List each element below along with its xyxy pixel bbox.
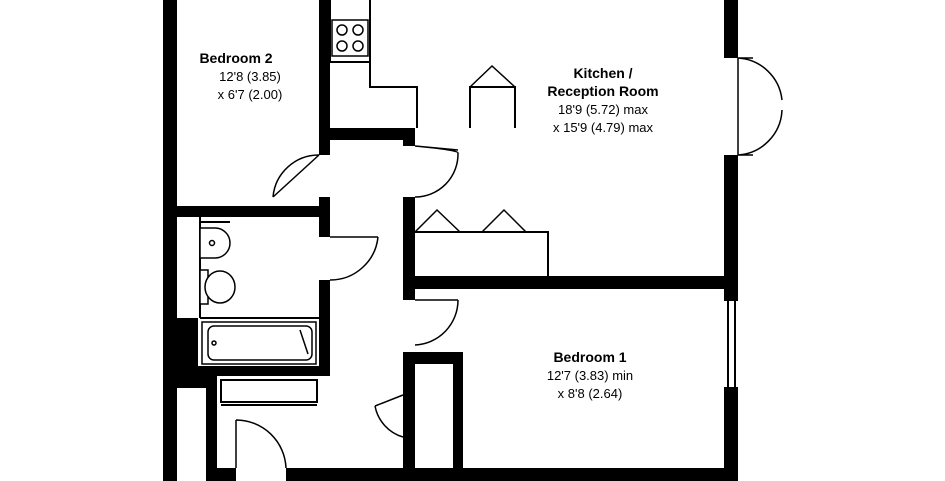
bath-tap (299, 329, 309, 355)
wall-bedroom1-left (403, 352, 415, 481)
wall-hall-kitchen (330, 128, 415, 140)
wall-lobby-top (177, 376, 207, 388)
wall-cupboard (403, 352, 463, 364)
bath-drain (211, 340, 217, 346)
wall-right-lower (724, 388, 738, 481)
door-store-bifold (414, 208, 548, 233)
wall-bath-right (319, 280, 330, 370)
lobby-cupboard (220, 379, 318, 403)
wall-right-mid (724, 155, 738, 300)
label-bedroom1: Bedroom 1 12'7 (3.83) min x 8'8 (2.64) (547, 349, 633, 401)
wall-bedroom2-right (319, 0, 330, 155)
wall-lobby-inner (206, 376, 217, 481)
wall-bath-bottom (177, 366, 330, 376)
bedroom1-name: Bedroom 1 (553, 349, 626, 365)
door-bathroom (329, 236, 379, 281)
kitchen-cupboard (469, 86, 516, 128)
door-kitchen-cupboard (469, 64, 516, 88)
kitchen-name1: Kitchen / (573, 65, 632, 81)
doors (235, 57, 783, 469)
wall-right-upper (724, 0, 738, 58)
bedroom1-dim1: 12'7 (3.83) min (547, 368, 633, 383)
wall-lobby-bottom (206, 468, 236, 481)
kitchen-dim1: 18'9 (5.72) max (558, 102, 648, 117)
wall-left-outer (163, 0, 177, 481)
door-entrance (235, 419, 287, 469)
bath-inner (207, 325, 313, 361)
door-kitchen (414, 145, 459, 198)
hob-ring-4 (352, 40, 364, 52)
bedroom1-dim2: x 8'8 (2.64) (558, 386, 623, 401)
kitchen-store (415, 231, 549, 276)
bedroom2-dim2: x 6'7 (2.00) (218, 87, 283, 102)
wall-bath-left-block (163, 318, 198, 368)
walls (163, 0, 738, 481)
bedroom2-name: Bedroom 2 (199, 50, 272, 66)
door-french-bottom (737, 109, 783, 156)
door-bedroom2 (272, 154, 320, 198)
wall-kitchen-left-2 (403, 197, 415, 300)
wall-bottom (286, 468, 738, 481)
door-cupboard (374, 394, 404, 438)
hob-ring-1 (336, 24, 348, 36)
door-french-top (737, 57, 783, 101)
fixtures (199, 19, 369, 365)
bedroom2-dim1: 12'8 (3.85) (219, 69, 281, 84)
hob-ring-2 (352, 24, 364, 36)
label-bedroom2: Bedroom 2 12'8 (3.85) x 6'7 (2.00) (199, 50, 282, 102)
kitchen-worktop (329, 0, 418, 128)
wall-cupboard-right (453, 352, 463, 468)
kitchen-name2: Reception Room (547, 83, 658, 99)
wall-bedroom2-bottom (177, 206, 330, 217)
label-kitchen: Kitchen / Reception Room 18'9 (5.72) max… (547, 65, 658, 135)
hob (331, 19, 369, 57)
wall-kitchen-left (403, 128, 415, 146)
hob-ring-3 (336, 40, 348, 52)
door-bedroom1 (414, 299, 459, 346)
kitchen-dim2: x 15'9 (4.79) max (553, 120, 654, 135)
wall-kitchen-bedroom1 (403, 276, 738, 289)
basin-drain (208, 239, 216, 247)
toilet-bowl (204, 270, 236, 304)
